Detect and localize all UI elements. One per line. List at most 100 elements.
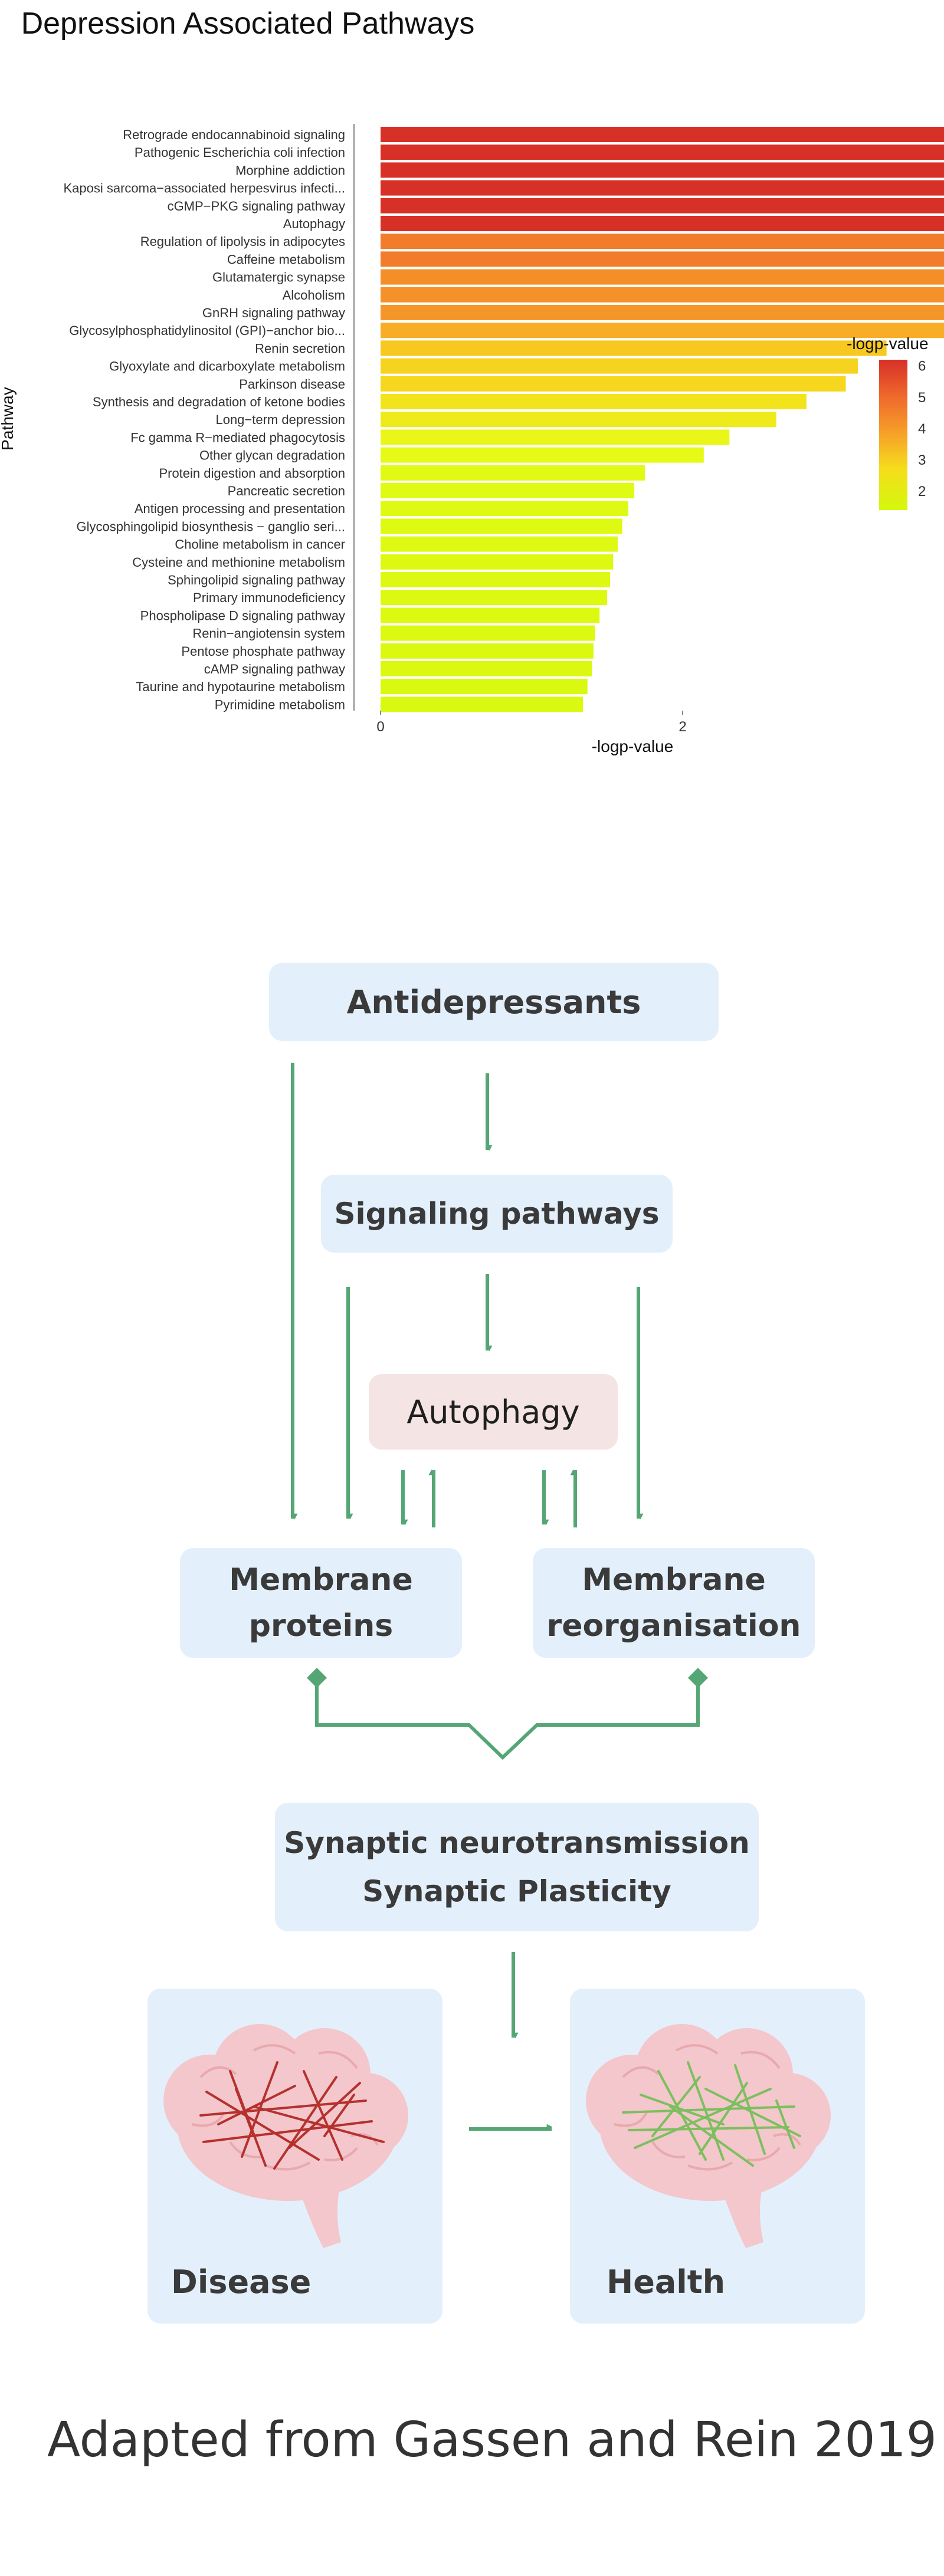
- category-label: Fc gamma R−mediated phagocytosis: [130, 430, 345, 445]
- color-legend: -logp-value 6 5 4 3 2: [847, 334, 929, 510]
- legend-title: -logp-value: [847, 334, 929, 353]
- bar: [381, 679, 588, 695]
- legend-tick-label: 2: [918, 484, 926, 500]
- bar: [381, 180, 944, 196]
- category-label: Protein digestion and absorption: [159, 466, 345, 481]
- bar: [381, 394, 807, 409]
- category-label: Glyoxylate and dicarboxylate metabolism: [109, 359, 345, 374]
- disease-brain-shape: [163, 2024, 408, 2248]
- bar: [381, 554, 614, 570]
- disease-brain-icon: [163, 2024, 408, 2248]
- attribution-text: Adapted from Gassen and Rein 2019: [47, 2412, 937, 2468]
- signaling-pathways-box: Signaling pathways: [321, 1175, 673, 1253]
- convergence-bracket: [315, 1678, 700, 1760]
- membrane-reorganisation-line-1: Membrane: [582, 1562, 766, 1598]
- bar: [381, 590, 607, 606]
- health-brain-shape: [586, 2024, 831, 2248]
- bars-group: [381, 127, 944, 712]
- flow-arrows: [291, 1063, 708, 2131]
- bar: [381, 625, 595, 641]
- antidepressants-label: Antidepressants: [346, 983, 641, 1021]
- category-label: Alcoholism: [283, 288, 345, 303]
- bar: [381, 144, 944, 160]
- category-label: Autophagy: [283, 216, 345, 231]
- category-label: Glutamatergic synapse: [212, 270, 345, 285]
- bar: [381, 358, 858, 374]
- category-label: Other glycan degradation: [199, 448, 345, 463]
- category-label: cAMP signaling pathway: [204, 662, 345, 676]
- bracket-diamond-left: [307, 1668, 327, 1688]
- bar: [381, 216, 944, 231]
- health-brain-icon: [586, 2024, 831, 2248]
- membrane-proteins-line-1: Membrane: [229, 1562, 413, 1598]
- bar: [381, 234, 944, 249]
- synaptic-line-2: Synaptic Plasticity: [362, 1874, 671, 1908]
- bar: [381, 447, 704, 463]
- category-label: Sphingolipid signaling pathway: [168, 573, 345, 587]
- x-tick-label: 0: [376, 719, 384, 735]
- bar: [381, 127, 944, 142]
- category-label: Choline metabolism in cancer: [175, 537, 345, 552]
- category-label: Kaposi sarcoma−associated herpesvirus in…: [63, 181, 345, 196]
- bar: [381, 305, 944, 320]
- antidepressants-box: Antidepressants: [269, 963, 719, 1041]
- bar: [381, 572, 611, 587]
- bar: [381, 465, 645, 481]
- attribution-footer: Adapted from Gassen and Rein 20196: [47, 2412, 944, 2468]
- disease-label: Disease: [171, 2263, 312, 2301]
- pathway-bar-chart: Retrograde endocannabinoid signalingPath…: [0, 124, 944, 755]
- membrane-reorganisation-box: Membrane reorganisation: [533, 1548, 815, 1658]
- membrane-proteins-box: Membrane proteins: [180, 1548, 462, 1658]
- bar: [381, 696, 584, 712]
- bar: [381, 607, 600, 623]
- bar: [381, 518, 622, 534]
- category-label: Pyrimidine metabolism: [215, 697, 345, 712]
- category-label: Glycosylphosphatidylinositol (GPI)−ancho…: [69, 323, 345, 338]
- legend-tick-label: 4: [918, 421, 926, 437]
- bar: [381, 251, 944, 267]
- bar: [381, 198, 944, 213]
- x-ticks-group: 0246: [376, 711, 687, 735]
- category-label: Synthesis and degradation of ketone bodi…: [93, 395, 345, 409]
- legend-tick-label: 5: [918, 390, 926, 406]
- category-label: Caffeine metabolism: [227, 252, 345, 267]
- legend-tick-label: 3: [918, 452, 926, 468]
- legend-colorbar: [879, 360, 907, 510]
- x-axis-label: -logp-value: [592, 737, 674, 755]
- category-label: Primary immunodeficiency: [193, 590, 345, 605]
- y-axis-label: Pathway: [0, 387, 17, 450]
- category-label: Morphine addiction: [235, 163, 345, 178]
- bar: [381, 269, 944, 285]
- membrane-proteins-line-2: proteins: [248, 1608, 394, 1644]
- legend-tick-label: 6: [918, 359, 926, 374]
- category-label: Pentose phosphate pathway: [181, 644, 345, 659]
- bar: [381, 162, 944, 178]
- category-label: Parkinson disease: [239, 377, 345, 392]
- category-label: Pancreatic secretion: [228, 484, 345, 498]
- bar: [381, 340, 887, 356]
- category-label: Pathogenic Escherichia coli infection: [135, 145, 345, 160]
- bar: [381, 643, 594, 659]
- disease-tangled-lines: [199, 2061, 385, 2170]
- category-label: Regulation of lipolysis in adipocytes: [140, 234, 345, 249]
- bar: [381, 287, 944, 303]
- category-label: Glycosphingolipid biosynthesis − ganglio…: [76, 519, 345, 534]
- category-label: Renin secretion: [255, 341, 345, 356]
- category-label: Long−term depression: [215, 412, 345, 427]
- health-neural-lines: [622, 2061, 801, 2167]
- bar: [381, 323, 944, 339]
- bar: [381, 429, 730, 445]
- bar: [381, 483, 635, 498]
- bracket-diamond-right: [688, 1668, 708, 1688]
- autophagy-box: Autophagy: [369, 1374, 618, 1450]
- signaling-pathways-label: Signaling pathways: [334, 1197, 660, 1231]
- category-label: Taurine and hypotaurine metabolism: [136, 679, 345, 694]
- bar: [381, 661, 592, 676]
- autophagy-label: Autophagy: [407, 1393, 580, 1431]
- bar: [381, 376, 846, 392]
- synaptic-box: Synaptic neurotransmission Synaptic Plas…: [275, 1803, 759, 1931]
- category-label: Cysteine and methionine metabolism: [132, 555, 345, 570]
- category-label: GnRH signaling pathway: [202, 305, 345, 320]
- synaptic-line-1: Synaptic neurotransmission: [284, 1826, 750, 1860]
- category-label: Phospholipase D signaling pathway: [140, 608, 345, 623]
